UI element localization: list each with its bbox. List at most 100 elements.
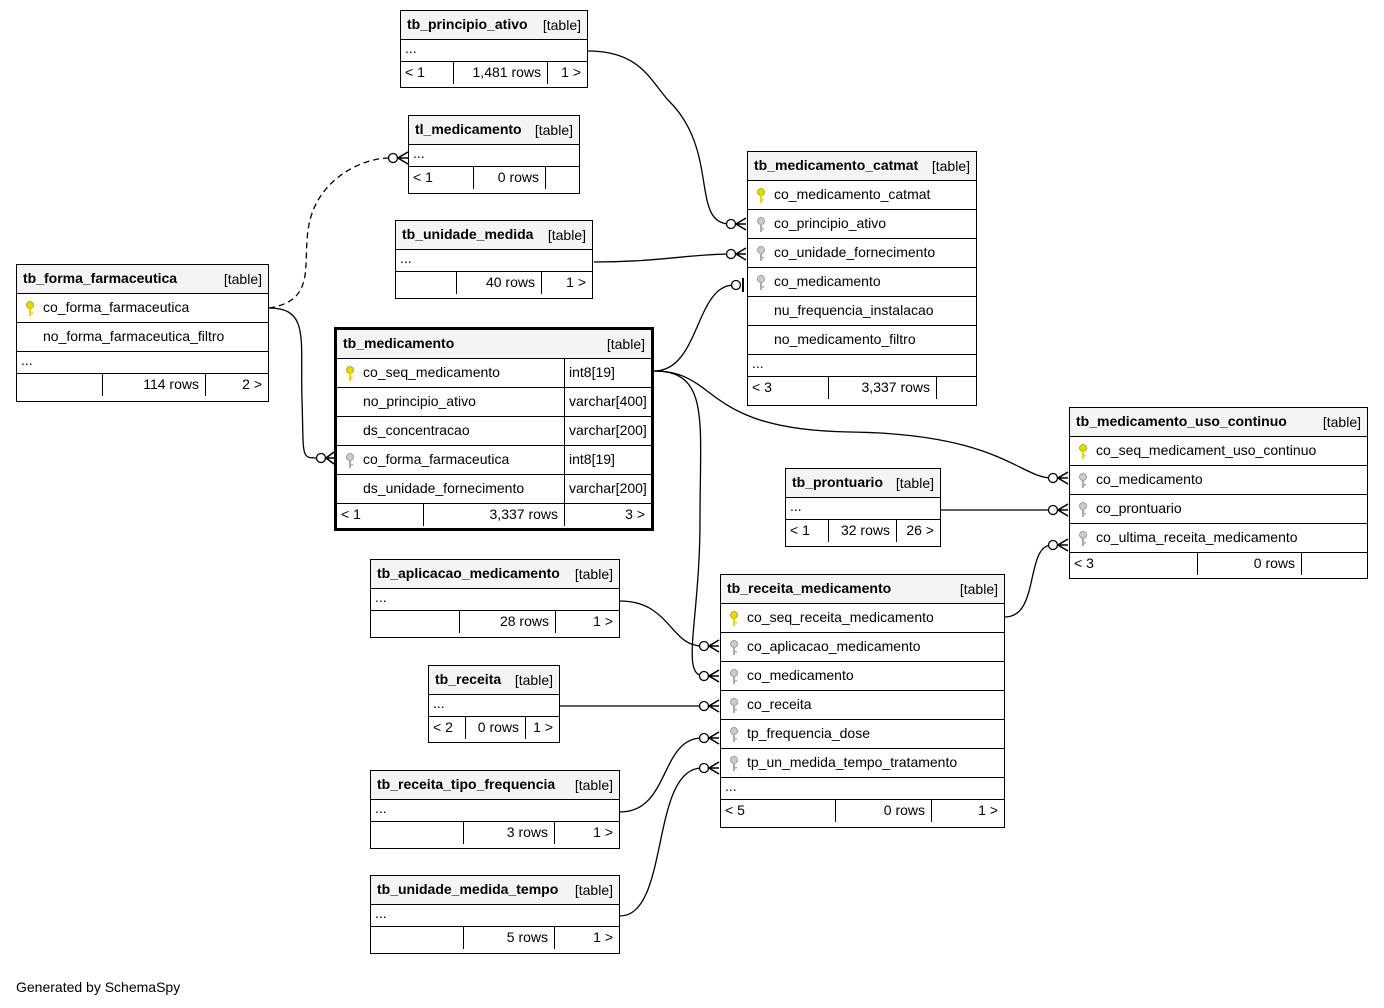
ellipsis: ... (725, 778, 737, 794)
table-tb-medicamento[interactable]: tb_medicamento[table] co_seq_medicamento… (334, 327, 654, 531)
prev-count: < 1 (405, 64, 425, 80)
ellipsis: ... (375, 589, 387, 605)
column-name: co_receita (747, 696, 812, 712)
next-count: 1 > (547, 62, 587, 84)
table-tb-principio-ativo[interactable]: tb_principio_ativo[table] ... < 1 1,481 … (400, 10, 588, 88)
ellipsis: ... (752, 355, 764, 371)
column-name: nu_frequencia_instalacao (774, 302, 934, 318)
table-tb-aplicacao-medicamento[interactable]: tb_aplicacao_medicamento[table] ... 28 r… (370, 559, 620, 638)
column-name: co_seq_medicament_uso_continuo (1096, 442, 1317, 458)
table-tb-forma-farmaceutica[interactable]: tb_forma_farmaceutica[table] co_forma_fa… (16, 264, 269, 402)
edge-aplicacao (619, 600, 703, 647)
table-kind: [table] (1322, 414, 1361, 430)
row-count: 5 rows (463, 927, 554, 949)
foreign-key-icon (730, 669, 738, 684)
row-count: 3,337 rows (828, 377, 936, 399)
edge-medicamento-receita (653, 370, 705, 677)
table-name: tb_prontuario (792, 474, 883, 490)
ellipsis: ... (375, 800, 387, 816)
column-name: no_forma_farmaceutica_filtro (43, 328, 225, 344)
column-name: tp_frequencia_dose (747, 725, 870, 741)
column-name: co_medicamento (747, 667, 854, 683)
foreign-key-icon (757, 275, 765, 290)
prev-count: < 3 (752, 379, 772, 395)
table-name: tb_principio_ativo (407, 16, 528, 32)
edge-medicamento-catmat (653, 284, 735, 372)
ellipsis: ... (405, 40, 417, 56)
row-count: 0 rows (473, 167, 545, 189)
prev-count: < 1 (341, 506, 361, 522)
table-kind: [table] (574, 566, 613, 582)
table-kind: [table] (514, 672, 553, 688)
next-count: 1 > (555, 611, 619, 633)
primary-key-icon (757, 188, 765, 203)
next-count: 1 > (525, 717, 559, 739)
edge-ultima-receita (1004, 544, 1053, 618)
primary-key-icon (1079, 444, 1087, 459)
row-count: 32 rows (828, 520, 896, 542)
column-type: varchar[200] (564, 417, 651, 445)
row-count: 40 rows (456, 272, 541, 294)
column-name: co_aplicacao_medicamento (747, 638, 921, 654)
foreign-key-icon (730, 727, 738, 742)
column-name: ds_concentracao (363, 422, 470, 438)
prev-count (371, 611, 459, 633)
table-tb-receita-medicamento[interactable]: tb_receita_medicamento[table] co_seq_rec… (720, 574, 1005, 828)
next-count: 3 > (564, 504, 651, 526)
foreign-key-icon (730, 698, 738, 713)
column-type: int8[19] (564, 359, 651, 387)
column-name: co_ultima_receita_medicamento (1096, 529, 1298, 545)
column-name: co_medicamento (774, 273, 881, 289)
table-kind: [table] (574, 777, 613, 793)
column-name: co_seq_receita_medicamento (747, 609, 934, 625)
next-count: 2 > (205, 374, 268, 396)
next-count: 1 > (554, 822, 619, 844)
foreign-key-icon (1079, 531, 1087, 546)
table-name: tb_unidade_medida_tempo (377, 881, 559, 897)
column-name: co_forma_farmaceutica (363, 451, 510, 467)
foreign-key-icon (346, 453, 354, 468)
foreign-key-icon (757, 246, 765, 261)
foreign-key-icon (757, 217, 765, 232)
table-tb-receita[interactable]: tb_receita[table] ... < 2 0 rows 1 > (428, 665, 560, 743)
prev-count: < 5 (725, 802, 745, 818)
prev-count (371, 822, 463, 844)
prev-count: < 1 (413, 169, 433, 185)
table-tb-medicamento-catmat[interactable]: tb_medicamento_catmat[table] co_medicame… (747, 151, 977, 406)
table-kind: [table] (223, 271, 262, 287)
ellipsis: ... (375, 905, 387, 921)
row-count: 0 rows (465, 717, 525, 739)
column-name: co_forma_farmaceutica (43, 299, 190, 315)
column-name: co_seq_medicamento (363, 364, 500, 380)
column-type: varchar[400] (564, 388, 651, 416)
column-name: co_unidade_fornecimento (774, 244, 936, 260)
table-kind: [table] (606, 336, 645, 352)
row-count: 0 rows (835, 800, 931, 822)
table-tl-medicamento[interactable]: tl_medicamento[table] ... < 1 0 rows (408, 115, 580, 194)
ellipsis: ... (790, 498, 802, 514)
prev-count (17, 374, 102, 396)
table-tb-medicamento-uso-continuo[interactable]: tb_medicamento_uso_continuo[table] co_se… (1069, 407, 1368, 579)
row-count: 3 rows (463, 822, 554, 844)
foreign-key-icon (730, 640, 738, 655)
prev-count (371, 927, 463, 949)
table-tb-unidade-medida-tempo[interactable]: tb_unidade_medida_tempo[table] ... 5 row… (370, 875, 620, 954)
table-tb-prontuario[interactable]: tb_prontuario[table] ... < 1 32 rows 26 … (785, 468, 941, 547)
column-type: varchar[200] (564, 475, 651, 503)
table-tb-unidade-medida[interactable]: tb_unidade_medida[table] ... 40 rows 1 > (395, 220, 593, 299)
column-name: ds_unidade_fornecimento (363, 480, 525, 496)
next-count: 1 > (931, 800, 1004, 822)
column-name: co_prontuario (1096, 500, 1182, 516)
primary-key-icon (346, 366, 354, 381)
edge-medicamento-uso (653, 370, 1053, 479)
prev-count: < 2 (433, 719, 453, 735)
table-tb-receita-tipo-frequencia[interactable]: tb_receita_tipo_frequencia[table] ... 3 … (370, 770, 620, 849)
ellipsis: ... (400, 250, 412, 266)
edge-unidade-medida (593, 253, 732, 263)
primary-key-icon (730, 611, 738, 626)
next-count: 1 > (541, 272, 592, 294)
foreign-key-icon (1079, 502, 1087, 517)
table-kind: [table] (542, 17, 581, 33)
edge-tipo-frequencia (619, 737, 703, 813)
